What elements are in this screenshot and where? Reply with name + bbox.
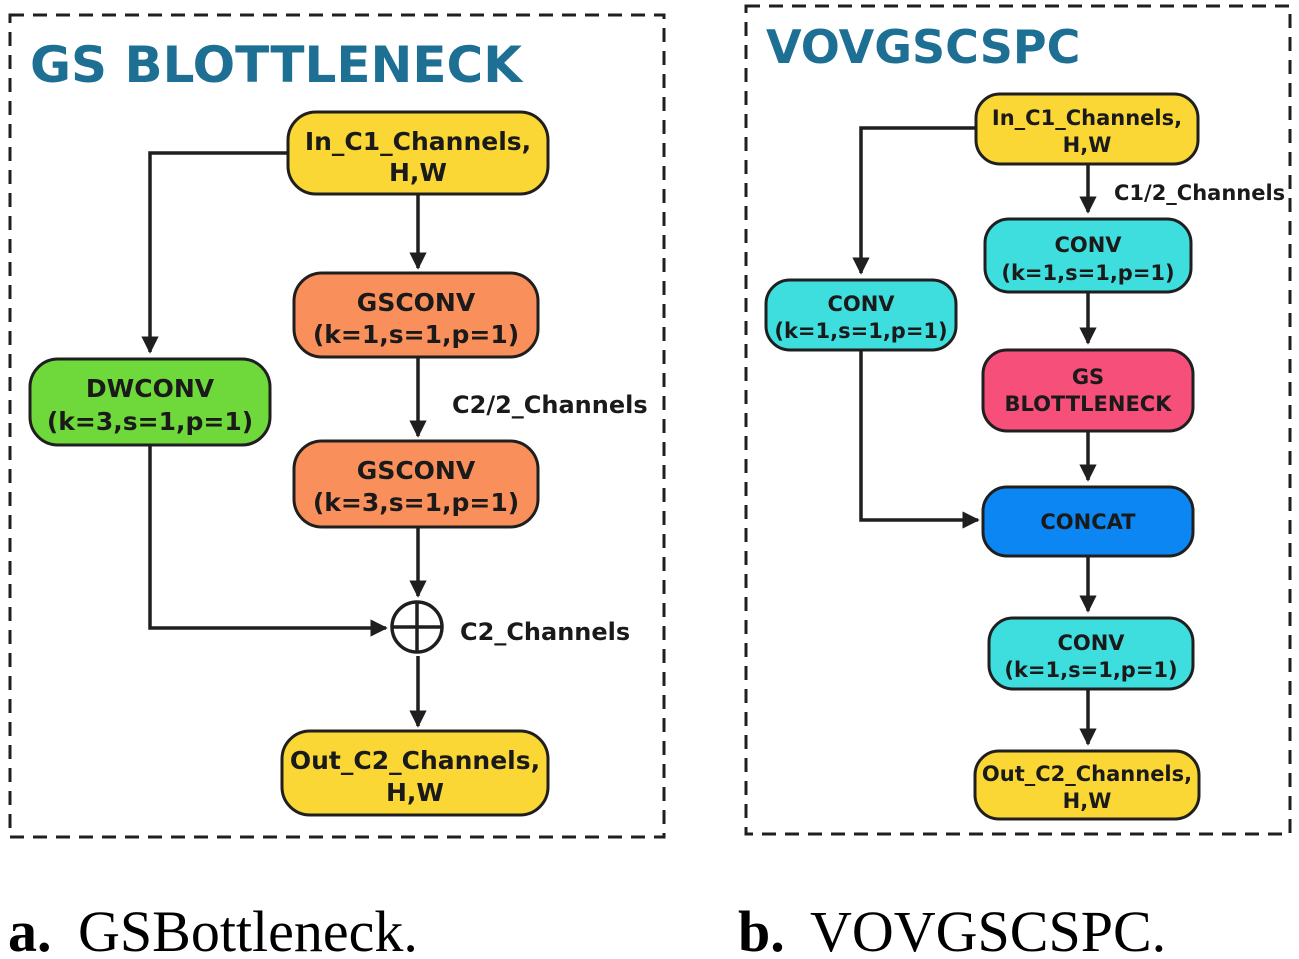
svg-text:(k=1,s=1,p=1): (k=1,s=1,p=1) bbox=[1001, 261, 1174, 285]
caption-b-text: VOVGSCSPC. bbox=[810, 899, 1166, 959]
svg-text:CONV: CONV bbox=[1057, 631, 1125, 655]
node-b-input: In_C1_Channels, H,W bbox=[974, 92, 1200, 166]
svg-text:H,W: H,W bbox=[1063, 133, 1112, 157]
svg-text:DWCONV: DWCONV bbox=[86, 374, 215, 403]
sum-node bbox=[390, 600, 444, 654]
svg-text:BLOTTLENECK: BLOTTLENECK bbox=[1005, 392, 1173, 416]
node-a-dwconv: DWCONV (k=3,s=1,p=1) bbox=[28, 357, 272, 447]
svg-text:CONCAT: CONCAT bbox=[1040, 510, 1136, 534]
caption-b: b. VOVGSCSPC. bbox=[738, 899, 1166, 959]
svg-text:H,W: H,W bbox=[1063, 789, 1112, 813]
svg-text:H,W: H,W bbox=[386, 778, 444, 807]
svg-text:GS: GS bbox=[1072, 365, 1104, 389]
panel-a: GS BLOTTLENECK In_C1_Channels, H,W GSCON… bbox=[8, 13, 666, 839]
label-c2-channels: C2_Channels bbox=[460, 618, 630, 646]
panel-a-frame bbox=[8, 13, 666, 839]
caption-a: a. GSBottleneck. bbox=[8, 899, 418, 959]
edge-b-input-to-conv-side bbox=[852, 126, 976, 275]
svg-text:CONV: CONV bbox=[827, 292, 895, 316]
node-a-gsconv2: GSCONV (k=3,s=1,p=1) bbox=[292, 439, 540, 529]
label-c1-half-channels: C1/2_Channels bbox=[1114, 181, 1285, 205]
edge-b-conv-side-to-concat bbox=[859, 351, 980, 529]
label-c2-half-channels: C2/2_Channels bbox=[452, 391, 648, 419]
node-b-conv-out: CONV (k=1,s=1,p=1) bbox=[987, 616, 1195, 691]
caption-a-letter: a. bbox=[8, 899, 52, 959]
panel-a-title: GS BLOTTLENECK bbox=[30, 36, 524, 94]
svg-text:In_C1_Channels,: In_C1_Channels, bbox=[305, 127, 531, 156]
svg-text:H,W: H,W bbox=[389, 158, 447, 187]
svg-text:GSCONV: GSCONV bbox=[357, 288, 476, 317]
caption-a-text: GSBottleneck. bbox=[78, 899, 418, 959]
edge-input-to-dwconv bbox=[141, 151, 288, 354]
svg-text:CONV: CONV bbox=[1054, 233, 1122, 257]
node-b-gs-bottleneck: GS BLOTTLENECK bbox=[981, 348, 1195, 433]
node-a-gsconv1: GSCONV (k=1,s=1,p=1) bbox=[292, 271, 540, 359]
panel-b-title: VOVGSCSPC bbox=[766, 20, 1080, 74]
edge-dwconv-to-sum bbox=[148, 446, 388, 637]
svg-text:(k=1,s=1,p=1): (k=1,s=1,p=1) bbox=[313, 320, 519, 349]
panel-b: VOVGSCSPC In_C1_Channels, H,W CONV (k=1,… bbox=[744, 4, 1292, 836]
svg-text:(k=3,s=1,p=1): (k=3,s=1,p=1) bbox=[47, 407, 253, 436]
node-b-conv-side: CONV (k=1,s=1,p=1) bbox=[764, 278, 958, 352]
svg-text:Out_C2_Channels,: Out_C2_Channels, bbox=[290, 746, 540, 775]
node-a-input: In_C1_Channels, H,W bbox=[286, 110, 550, 196]
svg-text:(k=1,s=1,p=1): (k=1,s=1,p=1) bbox=[1004, 658, 1177, 682]
svg-text:GSCONV: GSCONV bbox=[357, 456, 476, 485]
svg-text:In_C1_Channels,: In_C1_Channels, bbox=[992, 106, 1182, 130]
node-b-concat: CONCAT bbox=[981, 485, 1195, 558]
caption-b-letter: b. bbox=[738, 899, 785, 959]
svg-text:Out_C2_Channels,: Out_C2_Channels, bbox=[982, 762, 1192, 786]
node-b-output: Out_C2_Channels, H,W bbox=[973, 749, 1201, 821]
panel-b-frame bbox=[744, 4, 1292, 836]
node-a-output: Out_C2_Channels, H,W bbox=[280, 729, 550, 817]
node-b-conv-main: CONV (k=1,s=1,p=1) bbox=[983, 217, 1193, 294]
svg-text:(k=3,s=1,p=1): (k=3,s=1,p=1) bbox=[313, 488, 519, 517]
svg-text:(k=1,s=1,p=1): (k=1,s=1,p=1) bbox=[774, 319, 947, 343]
